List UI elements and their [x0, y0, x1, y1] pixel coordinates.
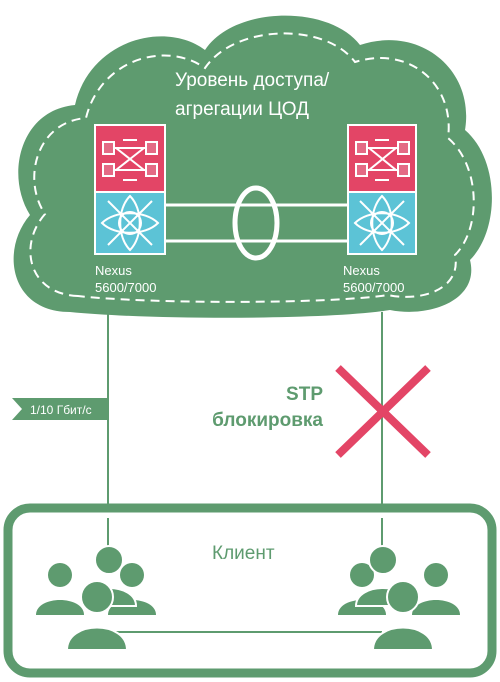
- router-core-icon: [100, 194, 160, 252]
- cloud: [13, 15, 492, 318]
- router-core-icon: [353, 194, 411, 252]
- cloud-title-line1: Уровень доступа/: [175, 70, 330, 91]
- client-label: Клиент: [212, 543, 275, 564]
- switch-left: [94, 124, 166, 255]
- switch-layer-icon: [102, 139, 158, 181]
- switch-right-label-line2: 5600/7000: [343, 280, 404, 295]
- users-group-icon: [338, 545, 460, 651]
- link-speed-flag: [12, 398, 108, 420]
- link-speed-label: 1/10 Гбит/с: [30, 403, 92, 417]
- client-box: [3, 503, 497, 678]
- uplinks: [107, 312, 383, 560]
- switch-layer-icon: [355, 139, 410, 181]
- users-group-icon: [36, 545, 156, 651]
- switch-right-label-line1: Nexus: [343, 263, 380, 278]
- stp-label-line2: блокировка: [212, 410, 323, 431]
- cloud-title-line2: агрегации ЦОД: [175, 99, 309, 120]
- peer-link: [165, 185, 348, 261]
- blocked-cross-icon: [335, 365, 431, 458]
- stp-label-line1: STP: [286, 384, 323, 405]
- switch-left-label-line2: 5600/7000: [95, 280, 156, 295]
- switch-left-label-line1: Nexus: [95, 263, 132, 278]
- port-channel-ring: [232, 185, 280, 261]
- switch-right: [347, 124, 417, 255]
